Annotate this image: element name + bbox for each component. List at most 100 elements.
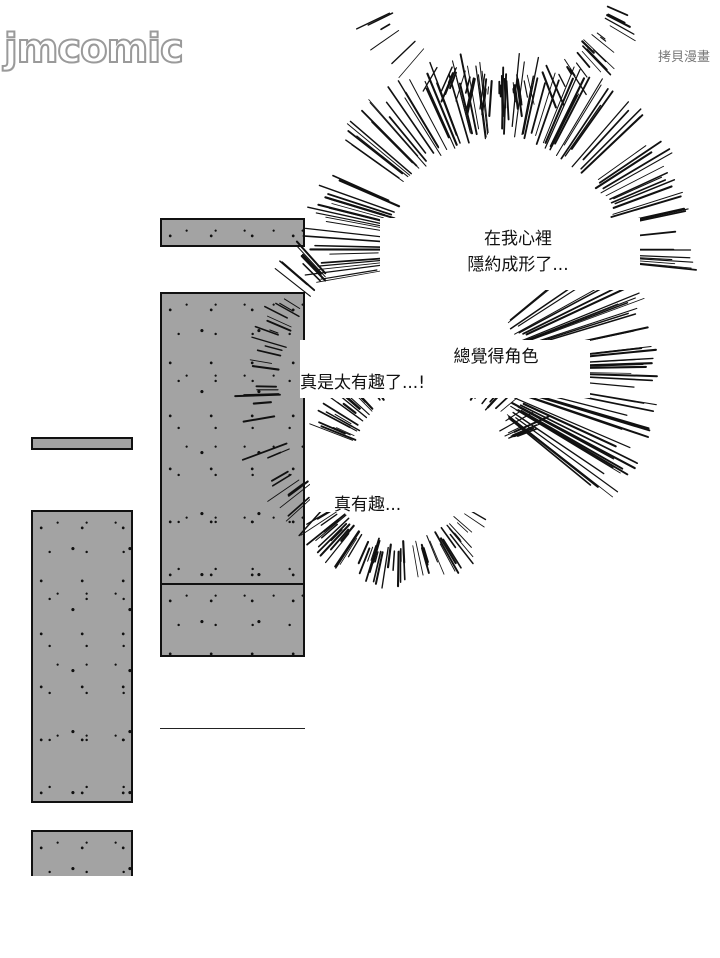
speed-line bbox=[345, 139, 400, 179]
speed-line bbox=[387, 86, 435, 154]
speed-line bbox=[338, 179, 401, 208]
speed-line bbox=[508, 417, 592, 486]
speed-line bbox=[358, 547, 371, 575]
speed-line bbox=[302, 263, 321, 282]
speed-line bbox=[425, 87, 450, 139]
speed-line bbox=[600, 152, 673, 194]
speed-line bbox=[448, 528, 474, 558]
speed-line bbox=[535, 79, 560, 145]
speed-line bbox=[600, 36, 607, 42]
speed-line bbox=[412, 545, 419, 578]
caption-line-2: 總覺得角色 bbox=[453, 347, 539, 367]
speed-line bbox=[426, 535, 439, 563]
speed-line bbox=[426, 72, 458, 146]
speed-line bbox=[515, 409, 621, 474]
speed-line bbox=[609, 172, 668, 200]
speed-line bbox=[458, 82, 474, 135]
speed-line bbox=[371, 120, 414, 164]
speed-line bbox=[475, 65, 487, 140]
speed-line bbox=[339, 538, 358, 565]
speed-line bbox=[334, 413, 352, 425]
speed-line bbox=[320, 513, 338, 526]
speed-line bbox=[436, 82, 458, 136]
speed-line bbox=[336, 427, 355, 437]
speed-line bbox=[409, 79, 448, 151]
speed-line bbox=[269, 329, 279, 334]
speed-line bbox=[612, 191, 683, 215]
speed-line bbox=[287, 481, 306, 496]
speed-line bbox=[449, 71, 457, 90]
speed-line bbox=[356, 135, 409, 178]
speed-line bbox=[309, 423, 354, 441]
speed-line bbox=[318, 184, 395, 213]
speed-line bbox=[275, 302, 300, 318]
speed-line bbox=[512, 82, 515, 93]
speed-line bbox=[329, 528, 350, 551]
speed-line bbox=[346, 123, 411, 176]
speed-line bbox=[420, 547, 430, 574]
speed-line bbox=[322, 402, 359, 426]
speed-line bbox=[307, 206, 389, 226]
speed-line bbox=[580, 114, 644, 174]
speed-line bbox=[300, 254, 327, 282]
speed-line bbox=[541, 71, 557, 109]
caption-bg-3 bbox=[310, 480, 510, 512]
speed-line bbox=[505, 80, 510, 121]
speed-line bbox=[330, 528, 343, 542]
speed-line bbox=[320, 425, 357, 441]
speed-line bbox=[370, 29, 400, 51]
speed-line bbox=[342, 402, 357, 414]
speed-line bbox=[267, 479, 300, 502]
speed-line bbox=[607, 13, 626, 24]
speed-line bbox=[391, 40, 416, 65]
speed-line bbox=[521, 303, 619, 342]
speed-line bbox=[446, 68, 457, 90]
speed-line bbox=[605, 165, 665, 197]
speed-line bbox=[317, 203, 390, 224]
speed-line bbox=[518, 297, 636, 344]
speed-line bbox=[274, 268, 311, 297]
speed-line bbox=[581, 40, 595, 54]
speed-line bbox=[513, 397, 631, 449]
speed-line bbox=[530, 82, 546, 134]
speed-line bbox=[442, 538, 462, 569]
speed-line bbox=[372, 540, 381, 564]
speed-line bbox=[614, 179, 676, 205]
speed-line bbox=[597, 145, 647, 180]
speed-line bbox=[317, 259, 386, 267]
speed-line bbox=[560, 88, 609, 160]
speed-line bbox=[549, 77, 586, 148]
speed-line bbox=[264, 345, 283, 352]
speed-line bbox=[523, 80, 528, 98]
speed-line bbox=[325, 411, 361, 432]
speed-line bbox=[298, 276, 316, 292]
speed-line bbox=[505, 411, 520, 422]
speed-line bbox=[610, 179, 667, 204]
speed-line bbox=[464, 513, 485, 528]
speed-line bbox=[503, 73, 508, 135]
speed-line bbox=[319, 261, 387, 270]
caption-line-4: 真有趣... bbox=[334, 495, 402, 515]
left-pillar-middle bbox=[31, 510, 133, 803]
speed-line bbox=[439, 537, 457, 565]
caption-line-3: 真是太有趣了...! bbox=[300, 373, 426, 393]
speed-line bbox=[606, 14, 631, 28]
speed-line bbox=[415, 540, 424, 576]
speed-line bbox=[356, 12, 391, 30]
speed-line bbox=[367, 12, 394, 26]
speed-line bbox=[522, 402, 617, 448]
speed-line bbox=[570, 90, 614, 150]
speed-line bbox=[453, 516, 473, 533]
speed-line bbox=[519, 292, 640, 343]
speed-line bbox=[266, 319, 292, 332]
speed-line bbox=[315, 212, 386, 228]
speed-line bbox=[295, 244, 326, 278]
speed-line bbox=[602, 148, 671, 190]
speed-line bbox=[315, 514, 347, 542]
speed-line bbox=[508, 431, 526, 439]
speed-line bbox=[542, 66, 575, 144]
speed-line bbox=[388, 116, 427, 162]
speed-line bbox=[466, 77, 476, 115]
speed-line bbox=[332, 174, 390, 202]
